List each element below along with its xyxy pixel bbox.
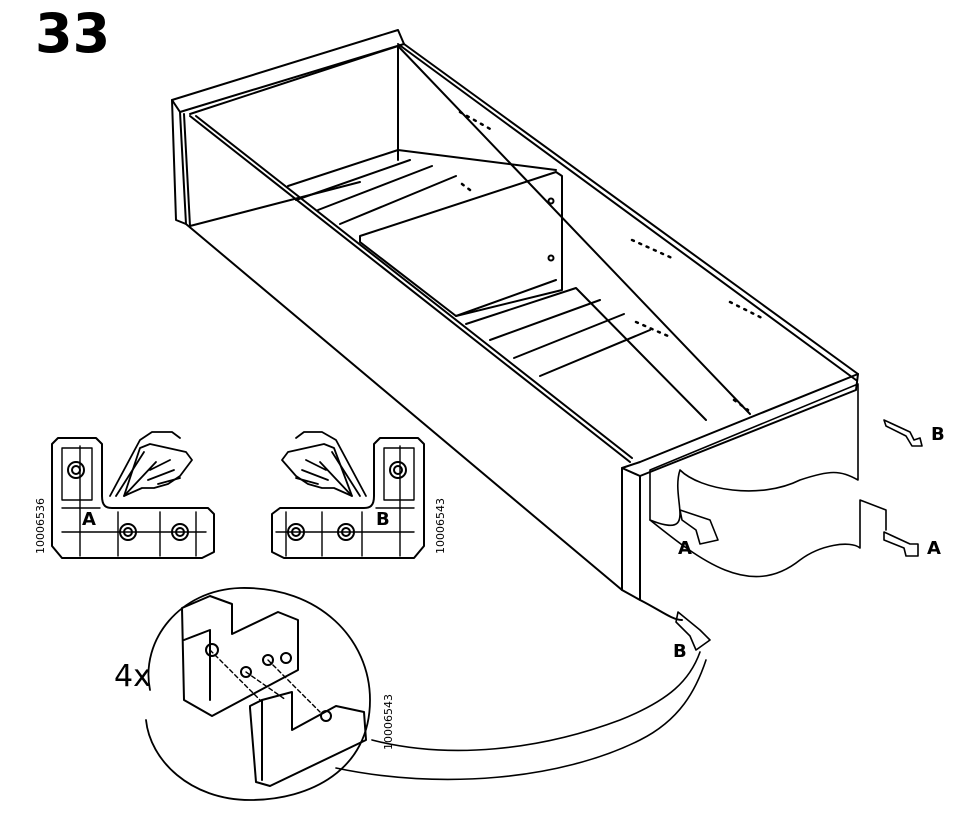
fitting-label-top-right: B	[931, 424, 945, 445]
fitting-label-back-right: A	[927, 538, 941, 559]
part-code-detail: 10006543	[382, 694, 395, 750]
detail-magnifier-circle	[145, 587, 707, 801]
corner-fittings	[675, 419, 923, 651]
bracket-card-b-label: B	[376, 509, 390, 530]
hand-pointing-icon	[281, 431, 367, 497]
bracket-card-a-label: A	[82, 509, 96, 530]
bracket-card-b	[271, 431, 425, 559]
detail-quantity: 4x	[114, 659, 151, 694]
bracket-card-a	[51, 431, 215, 559]
hand-pointing-icon	[109, 431, 193, 497]
fitting-label-front-left: A	[678, 538, 692, 559]
step-number: 33	[35, 2, 110, 65]
part-code-right: 10006543	[434, 498, 447, 554]
part-code-left: 10006536	[34, 498, 47, 554]
fitting-label-bottom-front: B	[673, 641, 687, 662]
drawer-box	[171, 29, 887, 621]
